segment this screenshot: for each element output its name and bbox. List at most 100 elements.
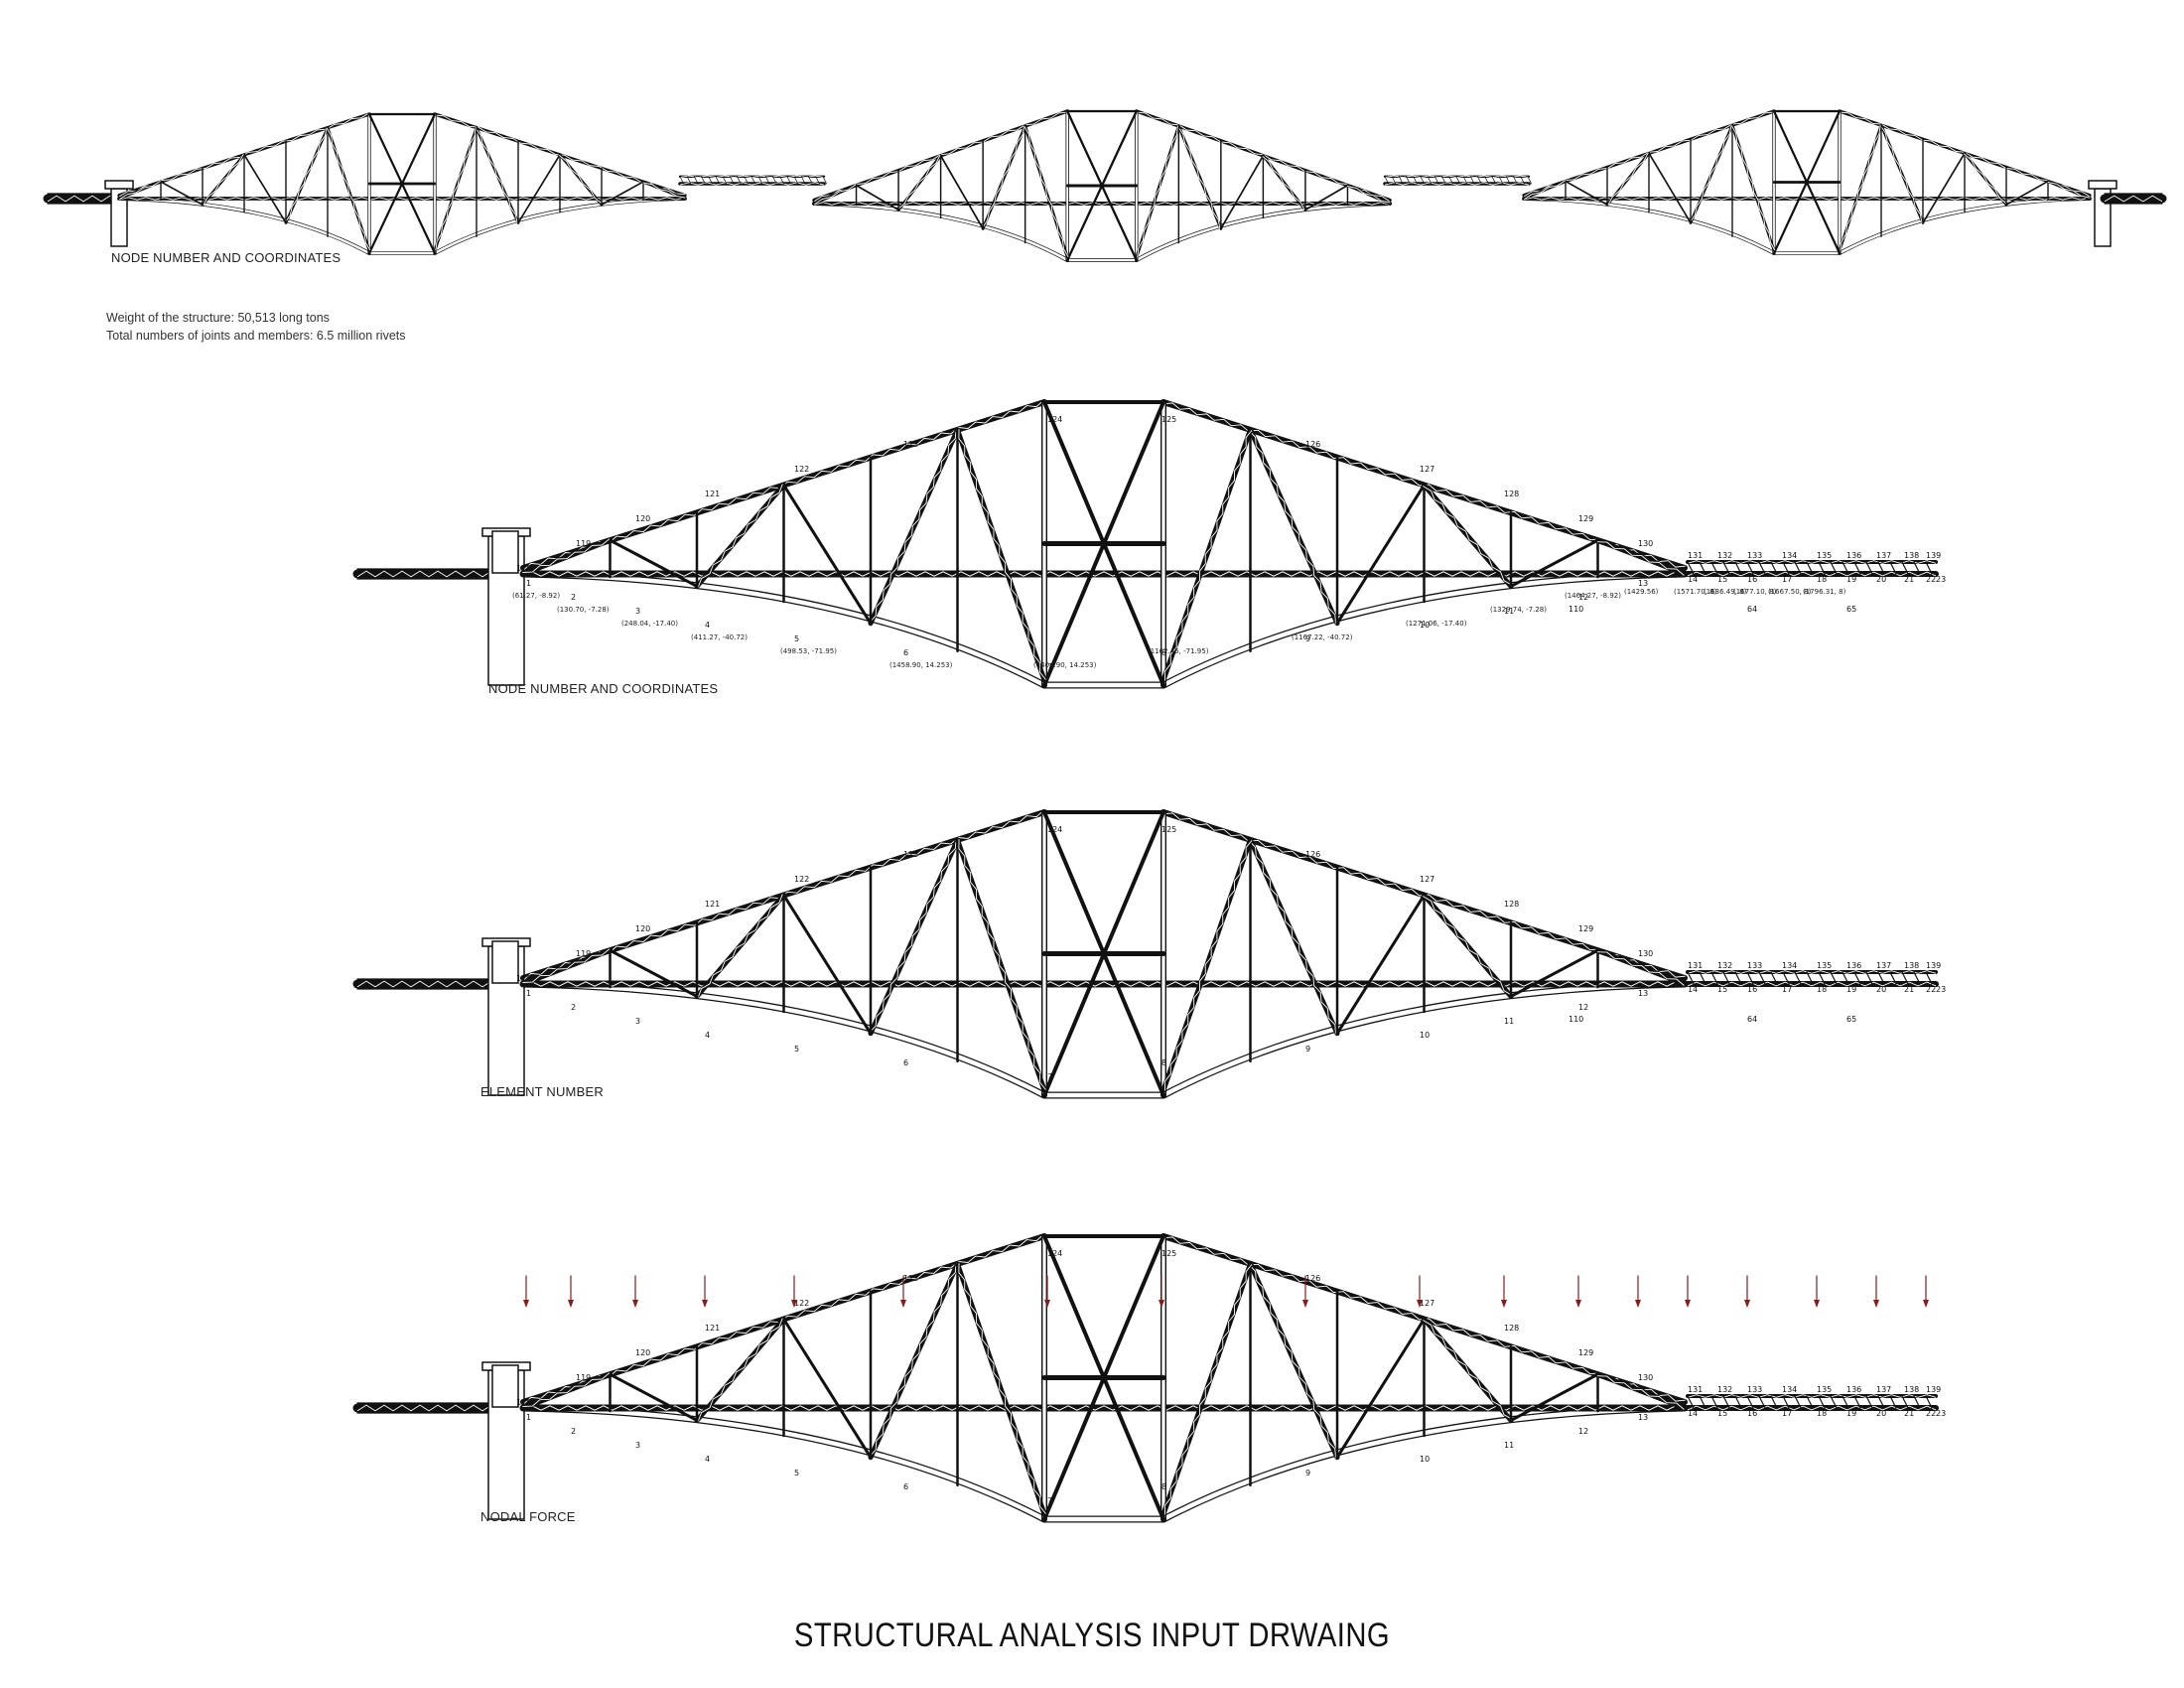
upper-node-label: 136 xyxy=(1846,961,1861,970)
lattice-pattern xyxy=(1423,896,1513,996)
upper-node-label: 123 xyxy=(903,1274,918,1283)
suspended-web xyxy=(1527,176,1532,185)
lower-node-label: 13 xyxy=(1638,989,1648,998)
lower-node-label: 2 xyxy=(571,1427,576,1436)
upper-node-label: 137 xyxy=(1876,551,1891,560)
suspended-web xyxy=(772,176,777,185)
diagonal-tie xyxy=(939,154,985,230)
lower-node-label: 9 xyxy=(1305,1045,1310,1054)
suspended-web xyxy=(1806,561,1814,575)
lattice-pattern xyxy=(522,1405,1686,1411)
upper-node-label: 138 xyxy=(1904,551,1919,560)
force-arrow-head xyxy=(791,1300,797,1308)
upper-node-label: 118 xyxy=(516,564,531,573)
suspended-web xyxy=(1384,176,1389,185)
lower-node-label: 21 xyxy=(1904,575,1914,584)
suspended-web xyxy=(1901,561,1909,575)
bottom-chord xyxy=(522,1404,1686,1523)
lower-node-label: 1 xyxy=(526,1413,531,1422)
upper-node-label: 133 xyxy=(1747,1385,1762,1394)
page-title: STRUCTURAL ANALYSIS INPUT DRWAING xyxy=(793,1617,1391,1654)
lower-node-label: 22 xyxy=(1926,1409,1936,1418)
pier-tower xyxy=(491,1364,519,1408)
force-arrow-head xyxy=(1044,1300,1050,1308)
lower-node-label: 20 xyxy=(1876,985,1886,994)
lower-node-label: 7 xyxy=(1047,1072,1052,1081)
suspended-web xyxy=(1770,971,1778,985)
upper-node-label: 129 xyxy=(1578,924,1593,933)
lower-node-label: 8 xyxy=(1161,1482,1166,1491)
lower-node-label: 23 xyxy=(1936,1409,1946,1418)
upper-node-label: 123 xyxy=(903,850,918,859)
suspended-web xyxy=(1746,971,1754,985)
suspended-web xyxy=(1794,1395,1802,1409)
suspended-web xyxy=(1842,1395,1849,1409)
suspended-web xyxy=(1842,561,1849,575)
suspended-web xyxy=(1758,561,1766,575)
upper-node-label: 121 xyxy=(705,490,720,498)
diagonal-tie xyxy=(1648,152,1692,224)
lower-node-label: 13 xyxy=(1638,579,1648,588)
upper-node-label: 133 xyxy=(1747,551,1762,560)
suspended-web xyxy=(1770,1395,1778,1409)
bottom-chord-inner xyxy=(813,202,1391,262)
suspended-web xyxy=(779,176,784,185)
bottom-chord xyxy=(1523,197,2091,255)
coordinate-label: (1404.90, 14.253) xyxy=(1033,661,1097,669)
diagonal-tie xyxy=(609,538,699,588)
coordinate-label: (411.27, -40.72) xyxy=(691,633,748,641)
lattice-pattern xyxy=(1840,124,1881,251)
suspended-web xyxy=(722,176,728,185)
upper-node-label: 122 xyxy=(794,465,809,474)
suspended-web xyxy=(822,176,827,185)
suspended-web xyxy=(1877,561,1885,575)
lower-node-label: 23 xyxy=(1936,575,1946,584)
lattice-pattern xyxy=(813,202,1391,206)
lattice-pattern xyxy=(1524,180,1566,201)
suspended-web xyxy=(1877,971,1885,985)
coordinate-label: (1464.27, -8.92) xyxy=(1565,592,1621,600)
upper-node-label: 120 xyxy=(635,1348,650,1357)
lower-node-label: 14 xyxy=(1688,575,1698,584)
diagonal-tie xyxy=(1219,154,1265,230)
overview-bridge xyxy=(43,109,2167,263)
suspended-web xyxy=(1758,971,1766,985)
suspended-web xyxy=(1477,176,1482,185)
lattice-pattern xyxy=(356,980,492,988)
lower-node-label: 8 xyxy=(1161,648,1166,657)
lower-node-label: 18 xyxy=(1817,1409,1827,1418)
upper-node-label: 134 xyxy=(1782,551,1797,560)
pier-tower xyxy=(491,940,519,984)
suspended-web xyxy=(1901,1395,1909,1409)
extra-node-label: 110 xyxy=(1569,605,1583,614)
upper-node-label: 135 xyxy=(1817,1385,1832,1394)
lower-node-label: 19 xyxy=(1846,1409,1856,1418)
suspended-web xyxy=(1699,1395,1706,1409)
suspended-web xyxy=(1734,971,1742,985)
force-arrow-head xyxy=(1159,1300,1164,1308)
upper-node-label: 131 xyxy=(1688,1385,1703,1394)
lattice-pattern xyxy=(1163,840,1253,1091)
lattice-pattern xyxy=(1596,1375,1685,1410)
upper-node-label: 138 xyxy=(1904,1385,1919,1394)
lower-node-label: 15 xyxy=(1717,575,1727,584)
suspended-web xyxy=(1687,1395,1695,1409)
upper-node-label: 126 xyxy=(1305,440,1320,449)
upper-node-label: 124 xyxy=(1047,825,1062,834)
lower-node-label: 1 xyxy=(526,579,531,588)
suspended-web xyxy=(1794,971,1802,985)
diagonal-tie xyxy=(1304,184,1349,211)
suspended-web xyxy=(757,176,763,185)
diagonal-strut xyxy=(868,1261,960,1461)
suspended-web xyxy=(1901,971,1909,985)
suspended-web xyxy=(1420,176,1425,185)
lower-node-label: 8 xyxy=(1161,1058,1166,1067)
suspended-web xyxy=(1491,176,1496,185)
lower-node-label: 2 xyxy=(571,593,576,602)
lattice-pattern xyxy=(1248,1264,1336,1459)
suspended-web xyxy=(1734,561,1742,575)
coordinate-label: (1429.56) xyxy=(1624,588,1659,596)
lattice-pattern xyxy=(1523,197,2091,201)
suspended-web xyxy=(1913,1395,1921,1409)
